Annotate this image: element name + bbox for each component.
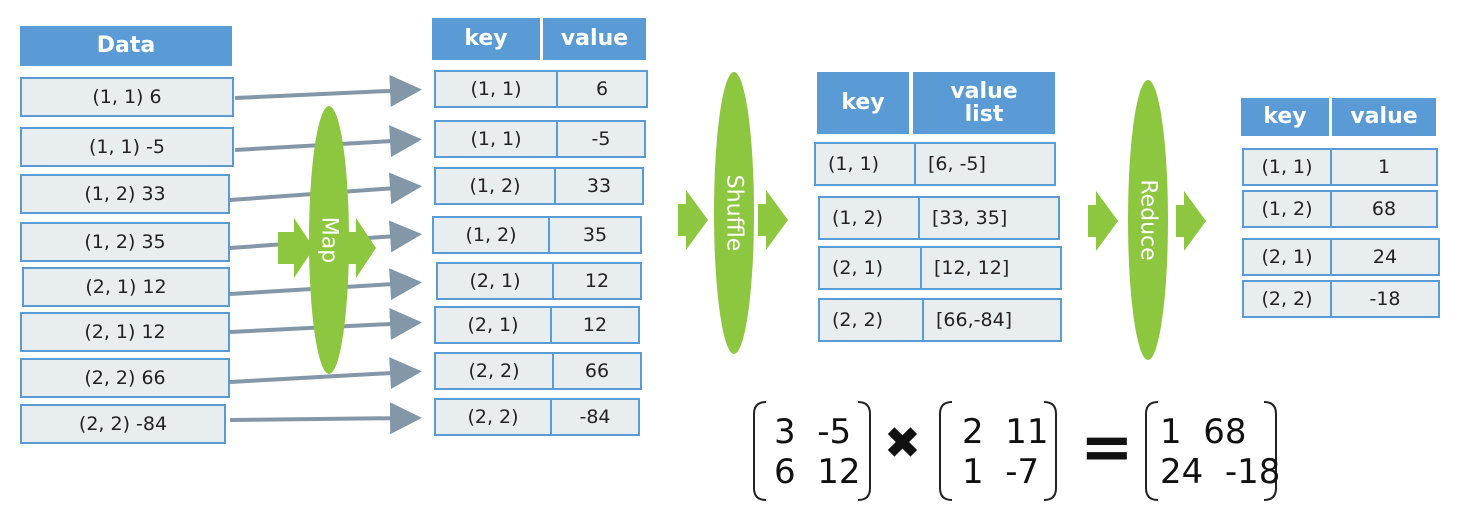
- map-row-value: 12: [550, 306, 640, 344]
- matrix-c-row: 1 68: [1160, 412, 1247, 452]
- map-row-value: 35: [548, 216, 642, 254]
- data-row: (1, 1) 6: [20, 77, 234, 117]
- shuffle-row-value: [33, 35]: [918, 196, 1060, 240]
- shuffle-key-header: key: [817, 72, 909, 134]
- map-row-key: (2, 1): [436, 262, 554, 300]
- arrow: [229, 357, 422, 390]
- shuffle-row-key: (2, 1): [818, 246, 922, 290]
- matrix-a: 3 -5 6 12: [774, 412, 861, 492]
- map-row-key: (1, 1): [434, 120, 558, 158]
- matrix-b-row: 1 -7: [962, 452, 1040, 492]
- reduce-value-header: value: [1332, 98, 1436, 136]
- shuffle-row-key: (1, 1): [814, 142, 916, 186]
- reduce-row-key: (1, 1): [1242, 148, 1332, 186]
- equals-sign: =: [1080, 411, 1134, 485]
- matrix-b: 2 11 1 -7: [962, 412, 1049, 492]
- map-value-header: value: [543, 18, 646, 60]
- reduce-key-header: key: [1241, 98, 1329, 136]
- shuffle-value-header: value list: [913, 72, 1055, 134]
- data-row: (2, 1) 12: [20, 312, 230, 352]
- data-row: (1, 2) 33: [20, 174, 230, 214]
- map-flow-arrows: [278, 218, 376, 278]
- shuffle-row-value: [66,-84]: [922, 298, 1062, 342]
- reduce-row-key: (1, 2): [1242, 190, 1332, 228]
- map-row-value: -84: [550, 398, 640, 436]
- matrix-b-row: 2 11: [962, 412, 1049, 452]
- shuffle-oval: Shuffle: [714, 72, 754, 354]
- map-row-key: (1, 2): [434, 167, 556, 205]
- map-row-value: 33: [554, 167, 644, 205]
- data-row: (1, 2) 35: [20, 222, 230, 262]
- shuffle-row-key: (2, 2): [818, 298, 924, 342]
- map-row-value: -5: [556, 120, 646, 158]
- map-row-value: 66: [552, 352, 642, 390]
- times-icon: ✖: [884, 418, 921, 469]
- data-row: (2, 1) 12: [22, 267, 230, 307]
- shuffle-flow-arrows: [678, 190, 788, 250]
- reduce-oval: Reduce: [1128, 80, 1168, 360]
- matrix-a-row: 6 12: [774, 452, 861, 492]
- reduce-row-value: 24: [1330, 238, 1440, 276]
- data-header: Data: [20, 26, 232, 66]
- reduce-row-value: 68: [1330, 190, 1438, 228]
- map-row-key: (1, 2): [432, 216, 550, 254]
- reduce-row-value: 1: [1330, 148, 1438, 186]
- map-row-value: 6: [556, 70, 648, 108]
- arrow: [229, 402, 422, 435]
- shuffle-row-value: [12, 12]: [920, 246, 1062, 290]
- map-row-key: (1, 1): [434, 70, 558, 108]
- map-row-value: 12: [552, 262, 642, 300]
- reduce-flow-arrows: [1088, 191, 1206, 251]
- map-oval: Map: [309, 106, 349, 374]
- map-key-header: key: [432, 18, 540, 60]
- shuffle-row-value: [6, -5]: [914, 142, 1056, 186]
- data-row: (2, 2) 66: [20, 358, 230, 398]
- shuffle-row-key: (1, 2): [818, 196, 920, 240]
- data-row: (2, 2) -84: [20, 404, 226, 444]
- matrix-a-row: 3 -5: [774, 412, 852, 452]
- arrow: [234, 74, 422, 107]
- reduce-row-value: -18: [1330, 280, 1440, 318]
- map-row-key: (2, 2): [434, 398, 552, 436]
- data-row: (1, 1) -5: [20, 127, 234, 167]
- matrix-c: 1 68 24 -18: [1160, 412, 1280, 492]
- matrix-c-row: 24 -18: [1160, 452, 1281, 492]
